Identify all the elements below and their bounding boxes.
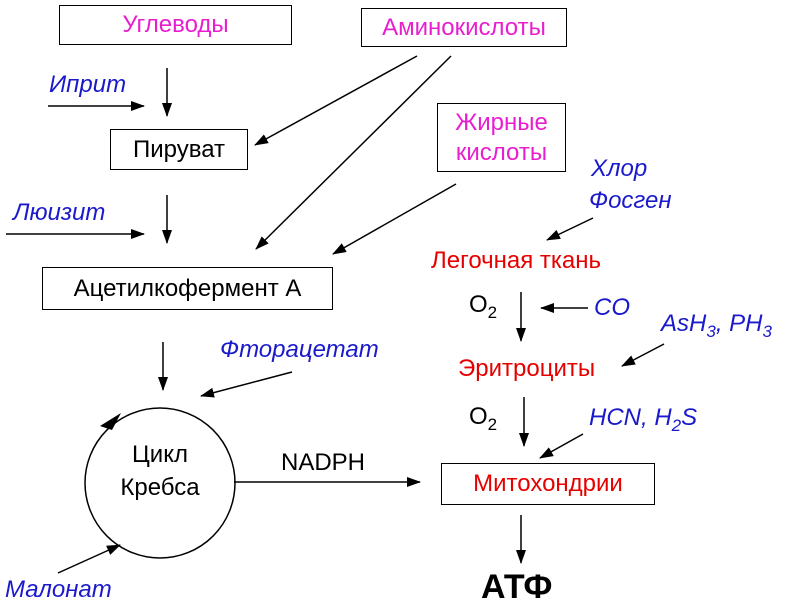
- h2s-part2: S: [681, 404, 698, 431]
- arrow-fatty-to-acetyl: [332, 183, 457, 255]
- erythrocytes-label: Эритроциты: [458, 355, 596, 382]
- lewisite-label: Люизит: [13, 199, 106, 226]
- amino-box: Аминокислоты: [361, 8, 567, 47]
- arrow-chlor-to-lung: [546, 217, 594, 241]
- arrow-fluoroacetate-to-krebs: [200, 371, 293, 398]
- phosphine-sub: 3: [762, 321, 772, 341]
- acetyl-coa-box: Ацетилкофермент А: [42, 267, 333, 310]
- hcn-h2s-label: HCN, H2S: [589, 406, 697, 434]
- amino-label: Аминокислоты: [382, 13, 546, 41]
- arsine-part1: AsH: [661, 310, 707, 337]
- oxygen-label-lower: O2: [469, 405, 497, 433]
- krebs-label: Цикл Кребса: [100, 438, 220, 504]
- iprit-label: Иприт: [49, 71, 127, 98]
- oxygen-label-upper: O2: [469, 293, 497, 321]
- fatty-label-line1: Жирные: [455, 108, 548, 136]
- mitochondria-label: Митохондрии: [473, 470, 623, 497]
- phosgene-label: Фосген: [589, 187, 672, 214]
- phosphine-part: , PH: [715, 310, 763, 337]
- oxygen-lower-sub: 2: [487, 414, 498, 434]
- pyruvate-label: Пируват: [132, 135, 226, 163]
- h2s-sub: 2: [671, 415, 682, 435]
- acetyl-coa-label: Ацетилкофермент А: [73, 274, 302, 302]
- arrow-amino-to-pyruvate: [254, 55, 418, 146]
- malonate-label: Малонат: [5, 576, 112, 603]
- carbs-box: Углеводы: [59, 5, 292, 45]
- krebs-label-line1: Цикл: [132, 441, 188, 468]
- oxygen-upper-sub: 2: [487, 302, 498, 322]
- krebs-cycle-circle: [84, 407, 236, 559]
- nadph-label: NADPH: [281, 449, 366, 476]
- krebs-label-line2: Кребса: [120, 474, 200, 501]
- arsine-sub: 3: [706, 321, 716, 341]
- lung-tissue-label: Легочная ткань: [431, 247, 602, 274]
- fluoroacetate-label: Фторацетат: [220, 336, 379, 363]
- co-label: CO: [594, 294, 630, 321]
- arrow-amino-to-acetyl: [255, 55, 452, 250]
- pyruvate-box: Пируват: [110, 129, 248, 170]
- arrow-malonate-to-krebs: [57, 544, 121, 574]
- arrow-arsine-to-erythrocytes: [621, 343, 665, 367]
- carbs-label: Углеводы: [122, 11, 229, 38]
- fatty-acids-box: Жирные кислоты: [437, 103, 566, 172]
- arsine-phosphine-label: AsH3, PH3: [661, 312, 772, 340]
- chlor-label: Хлор: [591, 155, 648, 182]
- mitochondria-box: Митохондрии: [441, 463, 655, 505]
- hcn-part1: HCN, H: [589, 404, 672, 431]
- oxygen-lower-main: O: [469, 403, 488, 430]
- arrow-hcn-to-mitochondria: [539, 433, 584, 459]
- fatty-label-line2: кислоты: [455, 138, 548, 166]
- krebs-cycle-arrowhead: [100, 413, 121, 430]
- atp-label: АТФ: [481, 568, 553, 606]
- oxygen-upper-main: O: [469, 291, 488, 318]
